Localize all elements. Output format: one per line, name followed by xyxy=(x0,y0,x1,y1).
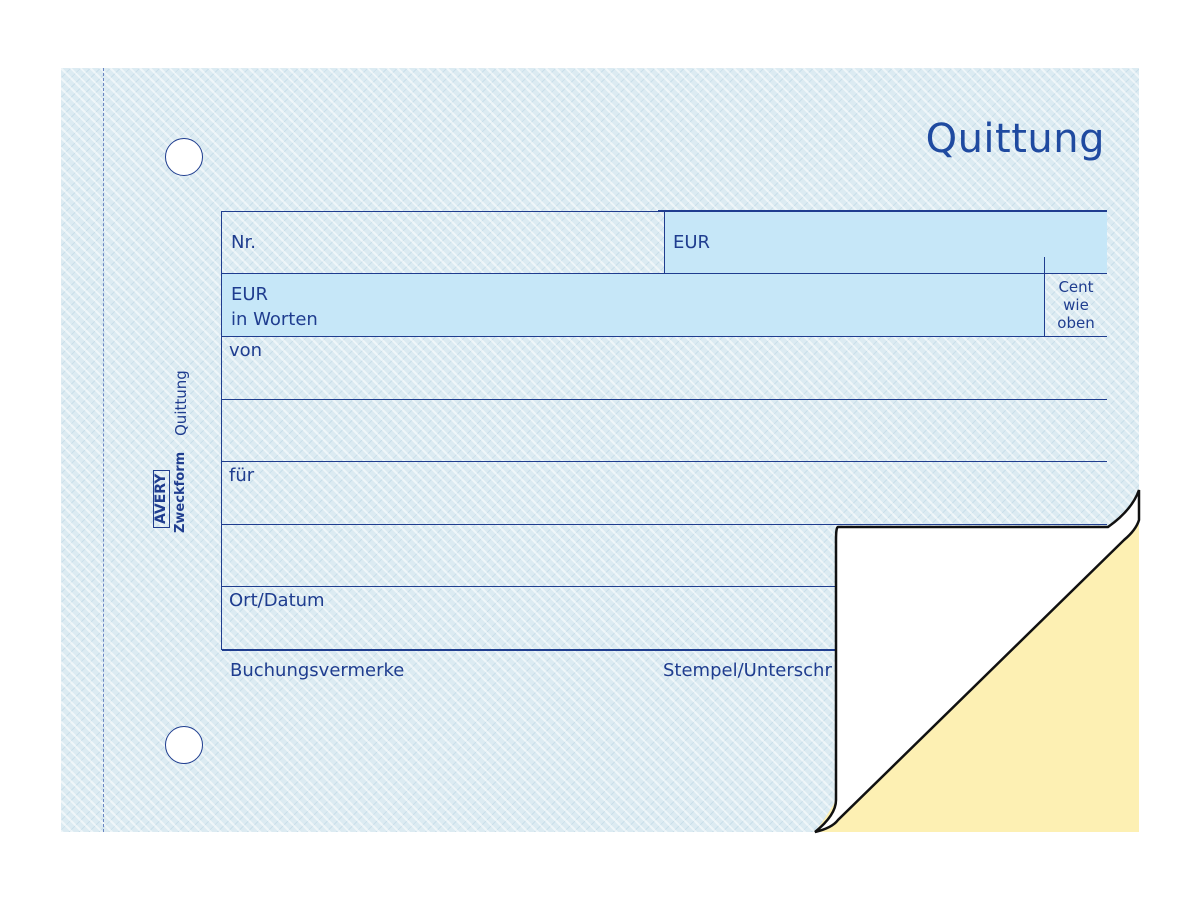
row-line xyxy=(222,211,659,212)
row-line xyxy=(222,273,1107,274)
row-line xyxy=(658,210,1107,212)
buchungsvermerke-label: Buchungsvermerke xyxy=(230,660,405,681)
perforation-line xyxy=(103,68,104,832)
receipt-sheet: Quittung Quittung AVERY Zweckform Nr. EU… xyxy=(61,68,1139,832)
eur-words-line2: in Worten xyxy=(231,309,318,330)
cent-line1: Cent xyxy=(1058,278,1094,296)
eur-label: EUR xyxy=(673,232,711,253)
row-line xyxy=(222,336,1107,337)
row-line xyxy=(222,649,1107,651)
row-line xyxy=(222,399,1107,400)
stempel-label: Stempel/Unterschr xyxy=(663,660,832,681)
row-line xyxy=(222,586,1107,587)
brand-zweckform: Zweckform xyxy=(173,451,188,533)
eur-words-label: EUR in Worten xyxy=(231,282,318,332)
cent-line3: oben xyxy=(1057,314,1095,332)
cent-label: Cent wie oben xyxy=(1050,278,1102,332)
brand-line-avery: AVERY xyxy=(153,469,170,528)
side-title: Quittung xyxy=(172,370,190,436)
eur-amount-cell[interactable] xyxy=(664,211,1107,273)
brand-logo: AVERY xyxy=(153,469,170,528)
eur-words-line1: EUR xyxy=(231,284,269,305)
fuer-label: für xyxy=(229,465,255,486)
form-title: Quittung xyxy=(925,116,1105,162)
cent-line2: wie xyxy=(1063,296,1089,314)
eur-words-cell[interactable] xyxy=(222,274,1044,336)
punch-hole-bottom xyxy=(165,726,203,764)
punch-hole-top xyxy=(165,138,203,176)
partial-right-label: h. xyxy=(1077,546,1094,566)
ort-datum-label: Ort/Datum xyxy=(229,590,325,611)
row-line xyxy=(222,524,1107,525)
von-label: von xyxy=(229,340,263,361)
col-line xyxy=(664,211,665,273)
nr-label: Nr. xyxy=(231,232,256,253)
form-table: Nr. EUR EUR in Worten Cent wie oben von … xyxy=(221,210,1107,651)
row-line xyxy=(222,461,1107,462)
stempel-label-end: gers xyxy=(976,660,1016,681)
col-line xyxy=(1044,257,1045,336)
